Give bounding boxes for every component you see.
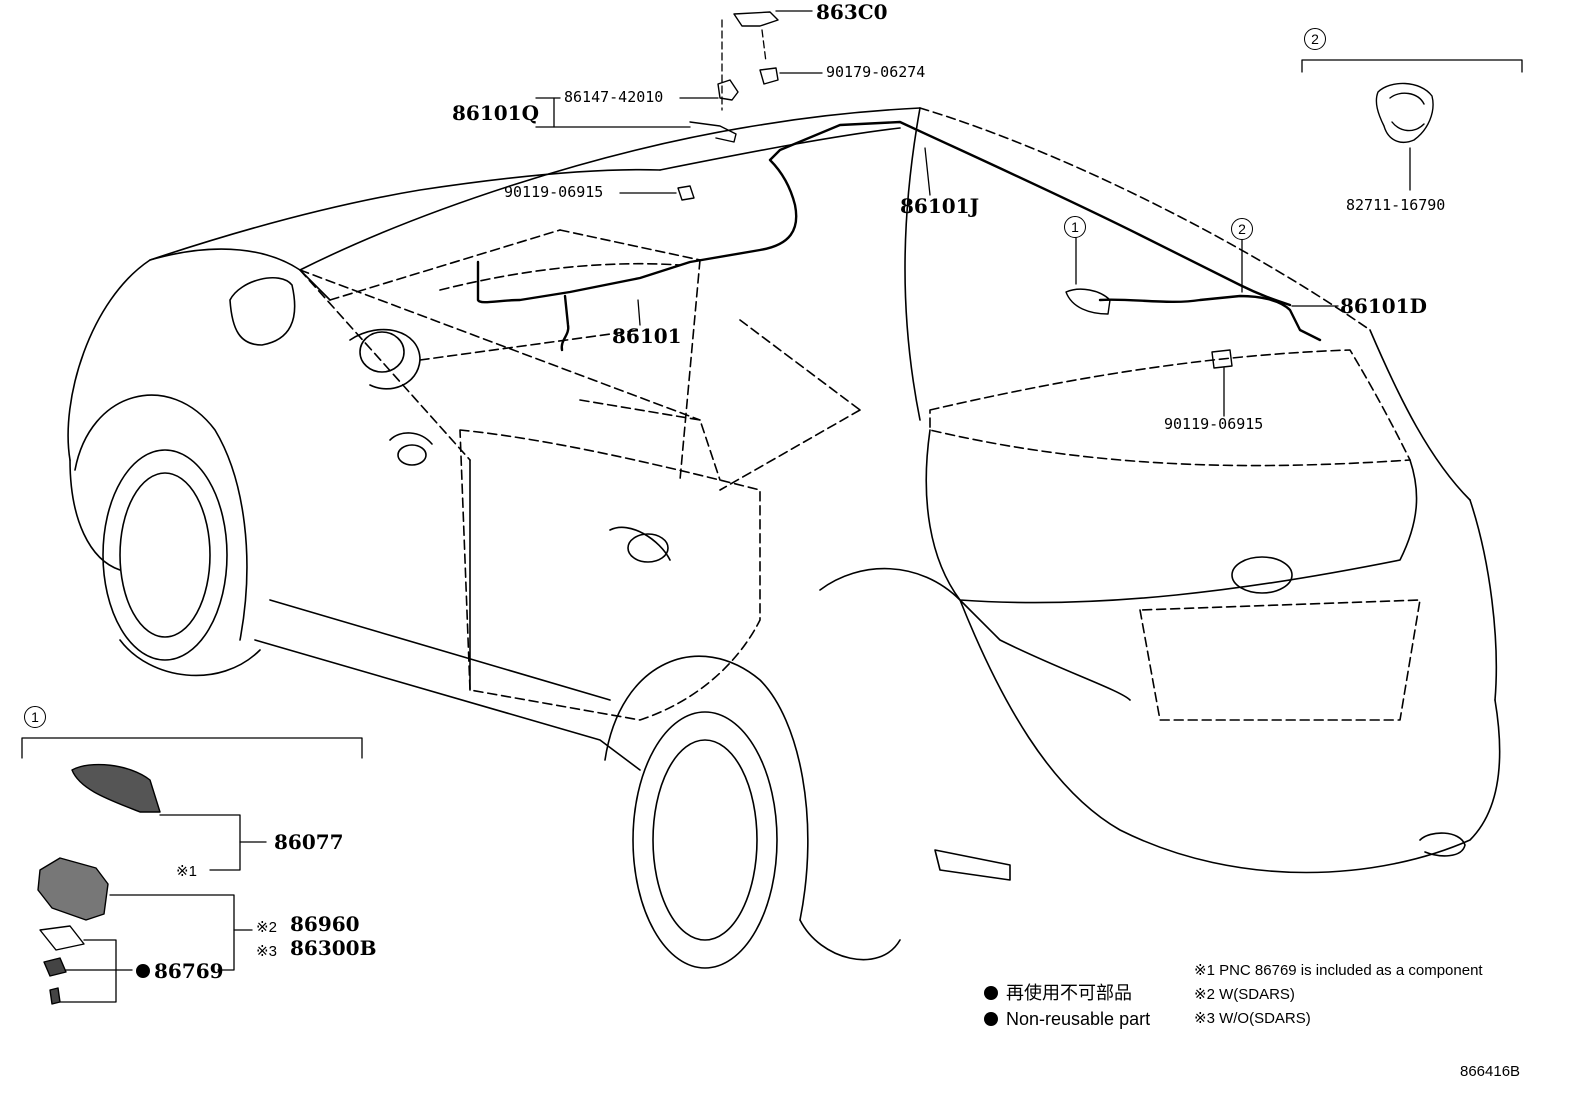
callout-2-top: 2 xyxy=(1231,218,1253,240)
part-86101d: 86101D xyxy=(1340,294,1427,318)
component-sketches xyxy=(37,11,1434,1005)
leader-lines xyxy=(21,10,1523,1003)
part-90179-06274: 90179-06274 xyxy=(826,63,926,81)
vehicle-body-outline xyxy=(67,107,1501,969)
part-86769: 86769 xyxy=(154,959,224,983)
callout-2-detail: 2 xyxy=(1304,28,1326,50)
legend-jp: 再使用不可部品 xyxy=(984,984,1132,1002)
figure-id: 866416B xyxy=(1460,1063,1521,1080)
mark-2: ※2 xyxy=(256,919,277,936)
part-86101q: 86101Q xyxy=(452,101,540,125)
mark-1: ※1 xyxy=(176,863,197,880)
mark-3: ※3 xyxy=(256,943,277,960)
part-86147-42010: 86147-42010 xyxy=(564,88,664,106)
part-86960: 86960 xyxy=(290,912,360,936)
note-3: ※3 W/O(SDARS) xyxy=(1194,1010,1311,1027)
part-86101: 86101 xyxy=(612,324,682,348)
part-90119-06915-rear: 90119-06915 xyxy=(1164,415,1264,433)
part-863c0: 863C0 xyxy=(816,0,888,24)
part-82711-16790: 82711-16790 xyxy=(1346,196,1446,214)
antenna-cord-harness xyxy=(476,120,1322,352)
legend-dot-icon xyxy=(984,986,998,1000)
part-86300b: 86300B xyxy=(290,936,377,960)
non-reusable-dot xyxy=(136,964,158,980)
legend-en-text: Non-reusable part xyxy=(1006,1009,1151,1029)
legend-jp-text: 再使用不可部品 xyxy=(1006,983,1132,1003)
callout-1-top: 1 xyxy=(1064,216,1086,238)
part-86101j: 86101J xyxy=(900,194,980,218)
part-86077: 86077 xyxy=(274,830,344,854)
legend-dot-icon xyxy=(984,1012,998,1026)
part-90119-06915-top: 90119-06915 xyxy=(504,183,604,201)
note-2: ※2 W(SDARS) xyxy=(1194,986,1295,1003)
note-1: ※1 PNC 86769 is included as a component xyxy=(1194,962,1483,979)
legend-en: Non-reusable part xyxy=(984,1010,1150,1028)
callout-1-detail: 1 xyxy=(24,706,46,728)
